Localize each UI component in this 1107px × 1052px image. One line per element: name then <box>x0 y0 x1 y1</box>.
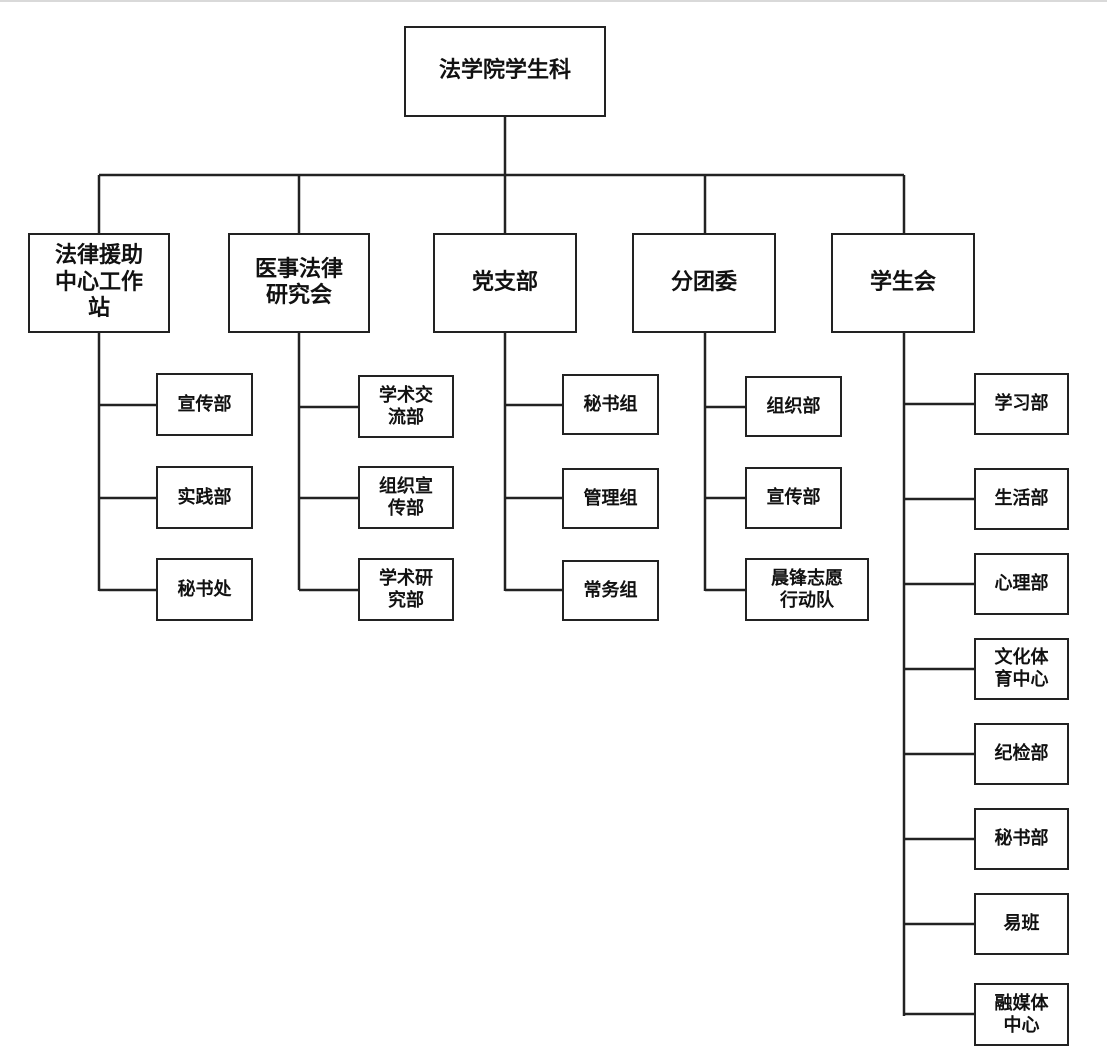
sub-node-label: 秘书处 <box>177 578 232 600</box>
sub-node-label: 管理组 <box>583 487 638 509</box>
sub-node: 易班 <box>974 893 1069 955</box>
sub-node-label: 学习部 <box>994 393 1049 415</box>
sub-node: 学术研究部 <box>358 558 454 621</box>
sub-node-label: 常务组 <box>583 579 638 601</box>
sub-node-label: 文化体育中心 <box>994 647 1049 690</box>
top-border-line <box>0 0 1107 2</box>
dept-node-medical-law: 医事法律研究会 <box>228 233 370 333</box>
sub-node-label: 纪检部 <box>994 743 1049 765</box>
sub-node: 实践部 <box>156 466 253 529</box>
dept-node-label: 党支部 <box>471 269 538 295</box>
sub-node: 组织部 <box>745 376 842 437</box>
dept-node-label: 医事法律研究会 <box>254 256 343 308</box>
root-node-label: 法学院学生科 <box>438 58 571 84</box>
sub-node-label: 宣传部 <box>766 487 821 509</box>
sub-node: 纪检部 <box>974 723 1069 785</box>
sub-node-label: 生活部 <box>994 488 1049 510</box>
sub-node: 常务组 <box>562 560 659 621</box>
sub-node-label: 晨锋志愿行动队 <box>771 567 843 611</box>
sub-node-label: 心理部 <box>994 573 1049 595</box>
sub-node-label: 组织部 <box>766 395 821 417</box>
root-node: 法学院学生科 <box>404 26 606 117</box>
sub-node: 秘书部 <box>974 808 1069 870</box>
sub-node: 宣传部 <box>156 373 253 436</box>
sub-node: 秘书处 <box>156 558 253 621</box>
sub-node-label: 学术研究部 <box>379 567 433 611</box>
sub-node: 管理组 <box>562 468 659 529</box>
sub-node-label: 宣传部 <box>177 393 232 415</box>
sub-node-label: 融媒体中心 <box>994 992 1049 1036</box>
sub-node: 晨锋志愿行动队 <box>745 558 869 621</box>
sub-node: 文化体育中心 <box>974 638 1069 700</box>
sub-node: 心理部 <box>974 553 1069 615</box>
sub-node: 秘书组 <box>562 374 659 435</box>
sub-node-label: 组织宣传部 <box>379 475 433 519</box>
dept-node-label: 分团委 <box>670 269 737 295</box>
sub-node-label: 秘书组 <box>583 393 638 415</box>
sub-node: 宣传部 <box>745 467 842 529</box>
sub-node: 融媒体中心 <box>974 983 1069 1046</box>
sub-node-label: 易班 <box>1003 913 1040 935</box>
dept-node-student-union: 学生会 <box>831 233 975 333</box>
sub-node: 生活部 <box>974 468 1069 530</box>
sub-node: 学术交流部 <box>358 375 454 438</box>
dept-node-label: 学生会 <box>869 269 936 295</box>
sub-node: 组织宣传部 <box>358 466 454 529</box>
dept-node-label: 法律援助中心工作站 <box>54 243 143 322</box>
dept-node-youth-league: 分团委 <box>632 233 776 333</box>
dept-node-legal-aid: 法律援助中心工作站 <box>28 233 170 333</box>
sub-node-label: 秘书部 <box>994 828 1049 850</box>
sub-node: 学习部 <box>974 373 1069 435</box>
dept-node-party-branch: 党支部 <box>433 233 577 333</box>
sub-node-label: 学术交流部 <box>379 384 433 428</box>
sub-node-label: 实践部 <box>177 486 232 508</box>
